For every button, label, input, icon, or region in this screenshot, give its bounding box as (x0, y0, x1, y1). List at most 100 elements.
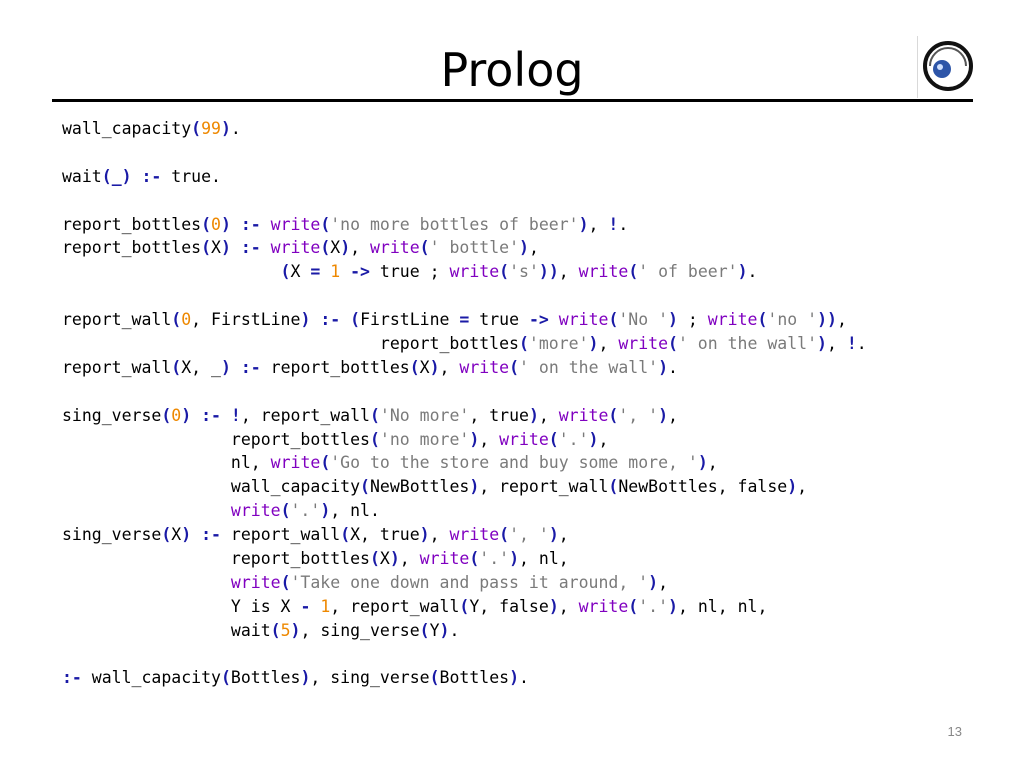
code-token: report_wall (62, 357, 172, 377)
code-token: report_bottles (230, 429, 370, 449)
code-token: :- (201, 525, 221, 545)
title-divider (52, 99, 973, 102)
code-line: nl, write('Go to the store and buy some … (62, 451, 867, 475)
code-token: ( (101, 166, 112, 186)
code-token: 'more' (528, 334, 589, 354)
code-token: Bottles (439, 668, 510, 688)
code-token: ) (181, 405, 192, 425)
code-token: ( (668, 334, 678, 354)
code-token: Y, false (469, 596, 549, 616)
code-token: ) (220, 119, 231, 138)
code-token: ( (280, 501, 291, 521)
code-token: Y (429, 620, 440, 640)
code-token: '.' (290, 501, 321, 521)
code-token: , (588, 214, 609, 234)
code-token: write (449, 525, 500, 545)
code-token: '.' (479, 549, 510, 569)
page-number: 13 (947, 724, 962, 739)
code-token: sing_verse (62, 405, 162, 425)
code-token: write (270, 238, 321, 258)
code-token: :- (62, 668, 82, 688)
code-token: ( (171, 357, 182, 377)
code-token: ( (220, 668, 231, 688)
code-token: ) (320, 501, 331, 521)
code-token: nl, (230, 453, 271, 473)
code-token: report_wall (62, 310, 172, 330)
code-token: ) (668, 310, 678, 330)
code-token: :- (320, 310, 341, 330)
code-token: 'Go to the store and buy some more, ' (330, 453, 698, 473)
code-token: ) (737, 262, 748, 282)
code-token: ) (578, 214, 589, 234)
code-token: ( (191, 119, 202, 138)
code-token: 1 (320, 596, 331, 616)
code-token: 'No more' (379, 405, 470, 425)
code-token: ) (290, 620, 301, 640)
code-token: ) (528, 405, 539, 425)
code-token: ) (519, 238, 529, 258)
code-token (62, 430, 231, 449)
code-token (62, 334, 380, 353)
code-token: Bottles (230, 668, 301, 688)
code-token: ( (409, 357, 420, 377)
code-token: true ; (369, 262, 450, 282)
code-token: ) (469, 429, 480, 449)
code-token: ( (280, 262, 291, 282)
code-token: , nl, (519, 549, 569, 569)
code-token (62, 549, 231, 568)
code-token: write (230, 501, 281, 521)
code-token: 'no ' (767, 310, 818, 330)
code-token: 1 (330, 262, 341, 282)
code-token: ) (220, 238, 231, 258)
code-line: wall_capacity(NewBottles), report_wall(N… (62, 475, 867, 499)
code-token: :- (240, 214, 261, 234)
code-token: X, true (350, 525, 420, 545)
code-token: X (419, 357, 430, 377)
code-token: ( (419, 238, 430, 258)
code-token: , (558, 525, 569, 545)
code-line (62, 284, 867, 308)
code-token: ) (419, 525, 430, 545)
code-token (231, 215, 241, 234)
code-token: , sing_verse (310, 668, 430, 688)
code-token (340, 262, 350, 281)
code-line: wait(5), sing_verse(Y). (62, 619, 867, 643)
code-line: report_bottles(X), write('.'), nl, (62, 547, 867, 571)
code-token: write (558, 310, 609, 330)
code-token: _ (111, 166, 122, 186)
code-token: ) (220, 214, 231, 234)
code-token (261, 238, 271, 257)
code-token: sing_verse (62, 525, 162, 545)
code-token: , true (469, 405, 529, 425)
code-token (549, 310, 559, 329)
code-token: )) (817, 310, 837, 330)
code-token: ( (419, 620, 430, 640)
code-token: ) (469, 477, 480, 497)
code-token: X (379, 549, 390, 569)
code-token: , (558, 262, 579, 282)
code-token: ! (608, 214, 619, 234)
code-token: -> (350, 262, 370, 282)
code-token: X (171, 525, 182, 545)
code-token: . (856, 334, 867, 354)
code-line: wall_capacity(99). (62, 117, 867, 141)
code-token: report_bottles (62, 238, 202, 258)
code-token: ', ' (618, 405, 659, 425)
code-token: ', ' (509, 525, 549, 545)
code-token: ; (677, 310, 708, 330)
code-token: :- (141, 166, 162, 186)
code-token: . (668, 357, 678, 377)
code-token: ' bottle' (429, 238, 520, 258)
code-token: ! (230, 405, 241, 425)
code-line (62, 380, 867, 404)
code-token: ( (340, 525, 351, 545)
code-token (62, 262, 281, 281)
code-token: :- (240, 238, 261, 258)
code-token: )) (538, 262, 559, 282)
code-line: (X = 1 -> true ; write('s')), write(' of… (62, 260, 867, 284)
code-token: 0 (181, 310, 192, 330)
code-token: , (797, 477, 808, 497)
code-token: ' on the wall' (677, 334, 818, 354)
code-token: true. (161, 166, 221, 186)
code-token: wall_capacity (230, 477, 361, 497)
